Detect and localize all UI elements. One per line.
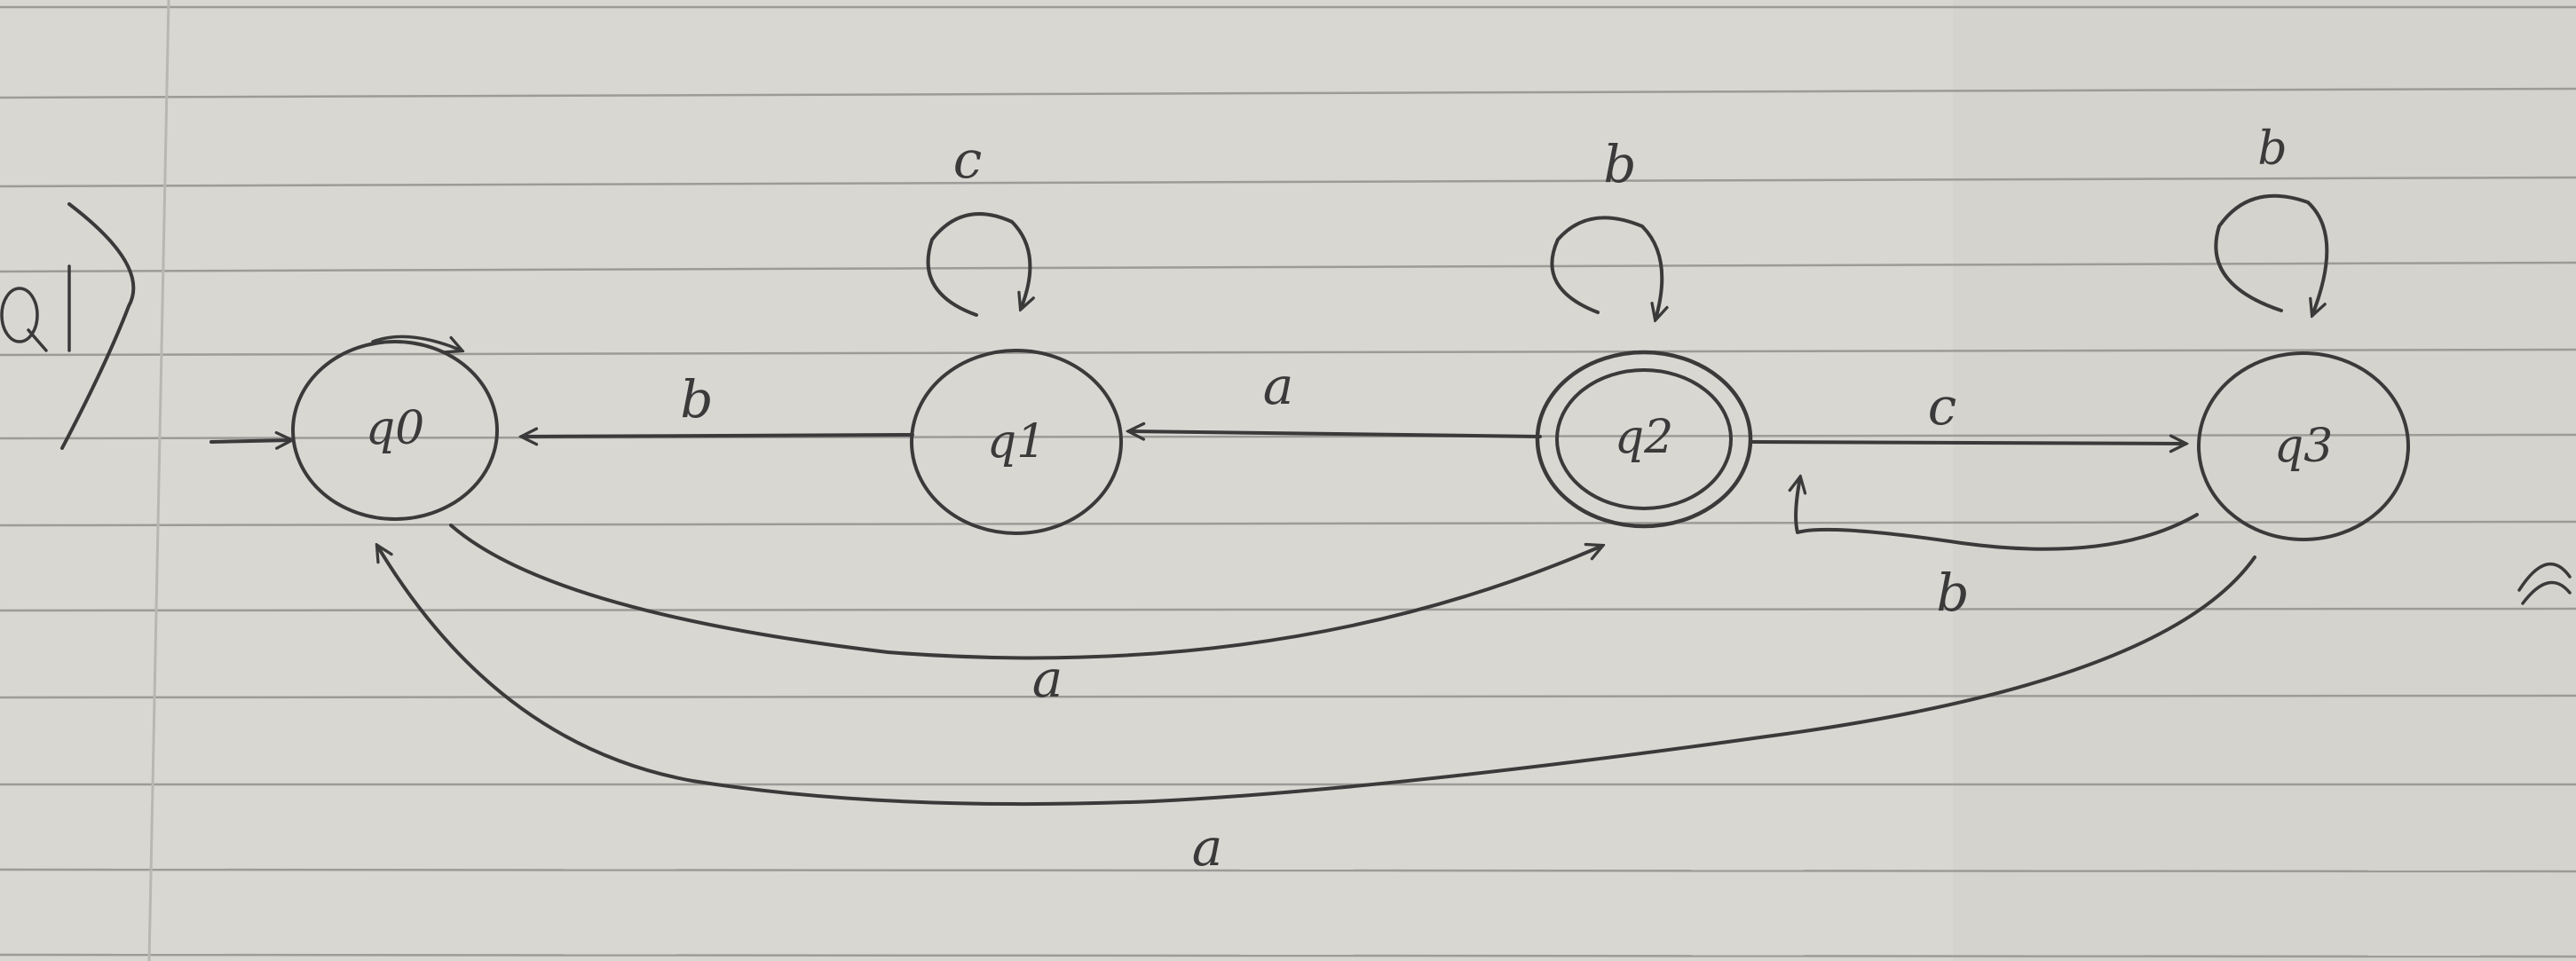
state-label: q1 [987,415,1046,469]
state-inner-circle [1555,368,1733,510]
self-loop-q3 [2214,193,2329,315]
state-q0: q0 [291,335,499,521]
state-label: q3 [2274,420,2333,473]
edge-label-q3-q0: a [1192,817,1223,878]
edge-q2-q1 [1129,431,1542,437]
paper-shadow [1953,0,2576,961]
margin-line [147,0,170,961]
start-arrow [209,440,291,442]
question-q-glyph [0,287,39,343]
state-label: q2 [1615,411,1673,464]
state-circle [2197,351,2410,541]
self-loop-q1 [926,212,1031,317]
state-q3: q3 [2197,351,2410,541]
edge-label-q3-q2: b [1936,563,1969,623]
edge-q1-q0 [522,435,914,437]
state-q0-mark [371,335,462,351]
stray-pencil-mark [2517,562,2572,605]
state-circle [291,340,499,521]
loop-label-q2: b [1603,134,1636,194]
edge-label-q2-q3: c [1928,376,1956,437]
edge-label-q0-q2: a [1032,649,1063,709]
edge-q3-q0 [377,546,2256,807]
edge-label-q1-q0: b [680,369,713,429]
loop-label-q1: c [953,130,982,190]
state-q1: q1 [910,349,1123,535]
edge-q3-q2 [1796,477,2199,551]
self-loop-q2 [1550,216,1662,319]
question-paren [60,202,136,450]
state-circle [910,349,1123,535]
question-marker: Q1 [0,202,136,450]
edge-label-q2-q1: a [1263,356,1294,416]
edge-q0-q2 [449,524,1602,660]
state-outer-circle [1535,350,1753,529]
ruled-lines [0,5,2576,958]
state-label: q0 [366,402,424,455]
loop-label-q3: b [2257,122,2287,176]
edge-q2-q3 [1749,442,2185,444]
state-q2: q2 [1535,350,1753,529]
